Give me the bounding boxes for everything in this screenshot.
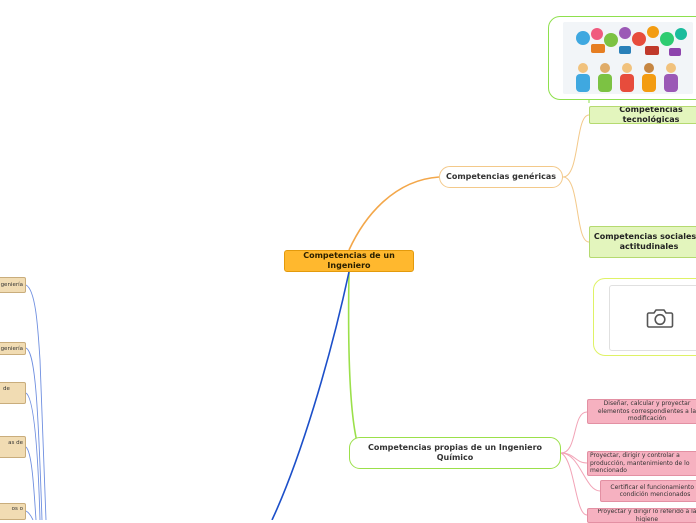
node-generic-competencies[interactable]: Competencias genéricas — [439, 166, 563, 188]
connector-specific-p4 — [560, 452, 588, 516]
connector-left-bracket — [25, 284, 47, 520]
connector-specific-p3 — [560, 452, 601, 492]
photo-topic-frame[interactable] — [593, 278, 696, 356]
specific-item-3-label: Certificar el funcionamiento o condición… — [610, 483, 696, 499]
image-topic-frame[interactable] — [548, 16, 696, 100]
specific-item-4-label: Proyectar y dirigir lo referido a la hig… — [597, 508, 696, 523]
left-node-5-label: os o — [11, 506, 23, 512]
connector-specific-p1 — [560, 411, 588, 454]
left-node-2-label: geniería — [0, 345, 23, 352]
connector-central-left — [271, 271, 350, 520]
specific-item-1-label: Diseñar, calcular y proyectar elementos … — [597, 400, 696, 423]
node-specific-item-2[interactable]: Proyectar, dirigir y controlar a producc… — [587, 451, 696, 476]
left-node-1[interactable]: geniería — [0, 277, 26, 293]
specific-label: Competencias propias de un Ingeniero Quí… — [367, 443, 543, 462]
node-social-competencies[interactable]: Competencias sociales y actitudinales — [589, 226, 696, 258]
node-specific-item-4[interactable]: Proyectar y dirigir lo referido a la hig… — [587, 508, 696, 523]
central-topic-label: Competencias de un Ingeniero — [303, 251, 395, 270]
left-node-4[interactable]: as de — [0, 436, 26, 458]
photo-placeholder[interactable] — [609, 285, 696, 351]
connector-generic-tech — [562, 114, 590, 178]
left-node-3-label: de — [3, 386, 10, 392]
specific-item-2-label: Proyectar, dirigir y controlar a producc… — [590, 452, 690, 475]
left-node-5[interactable]: os o — [0, 503, 26, 520]
connector-central-generic — [348, 176, 440, 251]
left-node-4-label: as de — [8, 440, 23, 446]
left-node-2[interactable]: geniería — [0, 342, 26, 355]
node-tech-competencies[interactable]: Competencias tecnológicas — [589, 106, 696, 124]
connector-generic-social — [562, 176, 590, 243]
central-topic[interactable]: Competencias de un Ingeniero — [284, 250, 414, 272]
tech-people-collage-icon — [563, 22, 693, 94]
camera-icon — [646, 309, 674, 328]
node-specific-competencies[interactable]: Competencias propias de un Ingeniero Quí… — [349, 437, 561, 469]
tech-label: Competencias tecnológicas — [619, 106, 683, 124]
left-node-1-label: geniería — [0, 282, 23, 288]
left-node-3[interactable]: de — [0, 382, 26, 404]
node-specific-item-1[interactable]: Diseñar, calcular y proyectar elementos … — [587, 399, 696, 424]
generic-label: Competencias genéricas — [445, 172, 557, 181]
connector-central-specific — [347, 271, 361, 453]
connector-specific-p2 — [560, 452, 588, 464]
social-label: Competencias sociales y actitudinales — [593, 232, 696, 251]
node-specific-item-3[interactable]: Certificar el funcionamiento o condición… — [600, 480, 696, 502]
